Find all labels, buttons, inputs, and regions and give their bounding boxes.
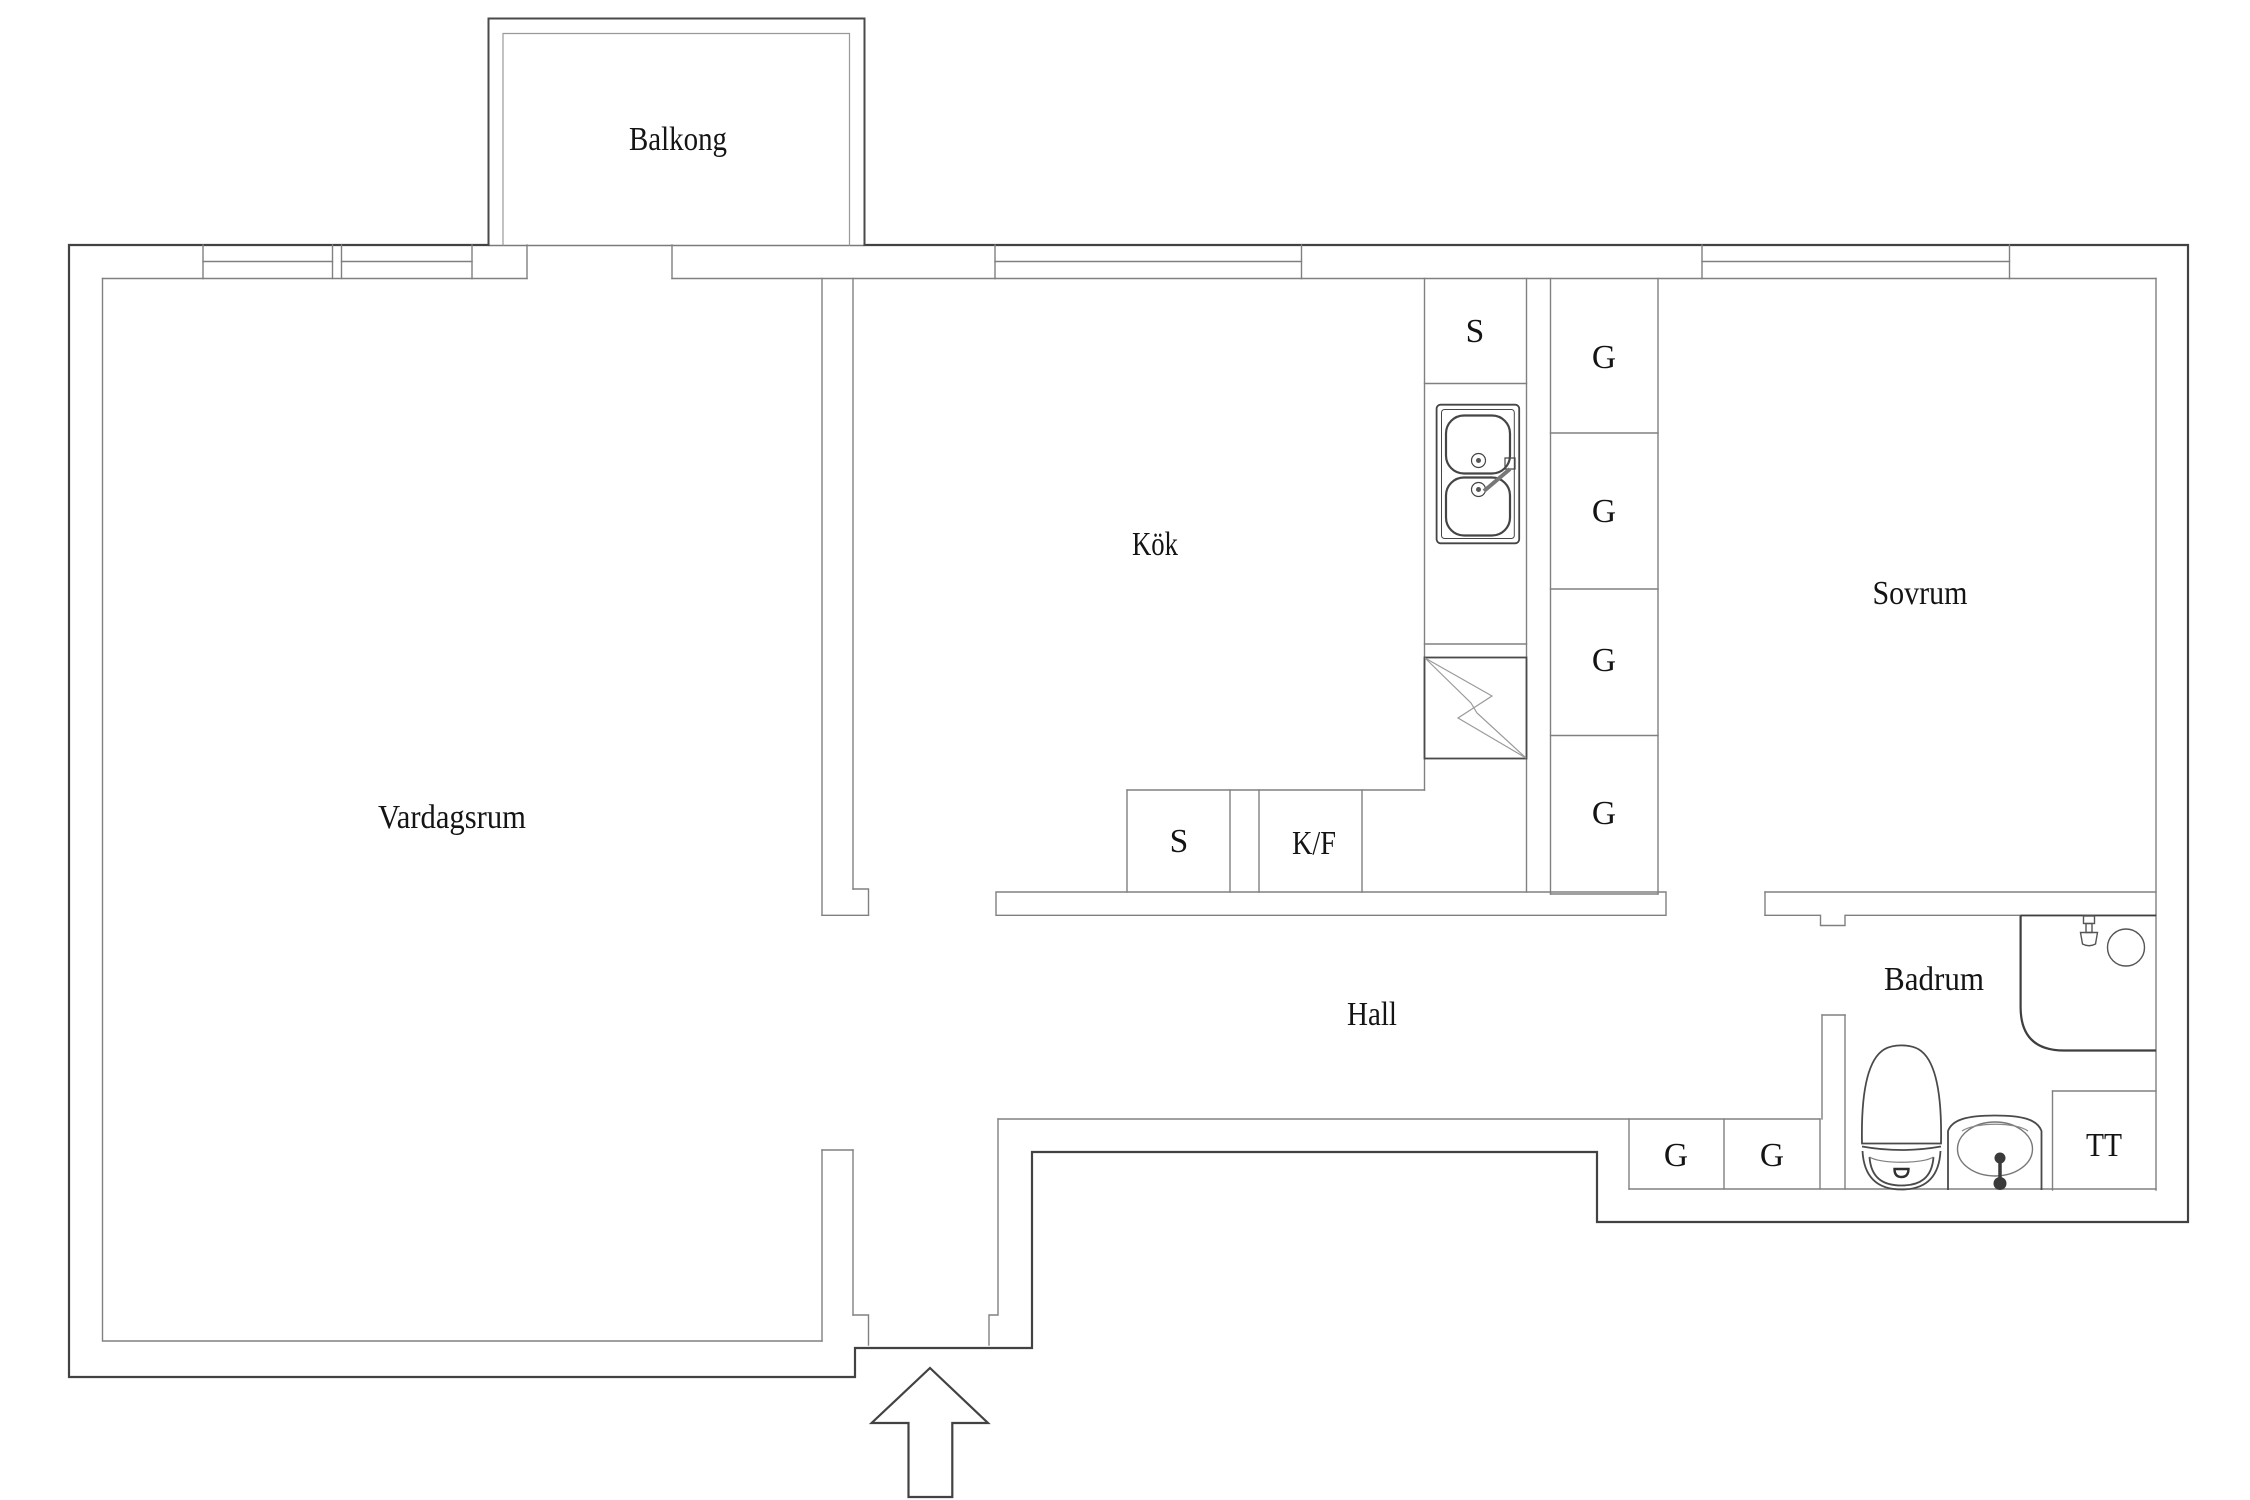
svg-text:Hall: Hall — [1347, 996, 1397, 1033]
svg-text:G: G — [1592, 339, 1616, 376]
svg-text:G: G — [1664, 1137, 1688, 1174]
svg-text:G: G — [1760, 1137, 1784, 1174]
svg-text:G: G — [1592, 795, 1616, 832]
svg-text:Vardagsrum: Vardagsrum — [378, 799, 526, 836]
svg-text:Badrum: Badrum — [1884, 961, 1984, 998]
svg-text:G: G — [1592, 493, 1616, 530]
svg-text:Sovrum: Sovrum — [1873, 575, 1968, 612]
svg-text:G: G — [1592, 642, 1616, 679]
svg-text:K/F: K/F — [1292, 825, 1336, 862]
svg-text:S: S — [1466, 313, 1485, 350]
svg-text:S: S — [1170, 823, 1189, 860]
svg-text:TT: TT — [2086, 1127, 2122, 1164]
svg-text:Kök: Kök — [1132, 526, 1178, 563]
svg-text:Balkong: Balkong — [629, 121, 727, 158]
